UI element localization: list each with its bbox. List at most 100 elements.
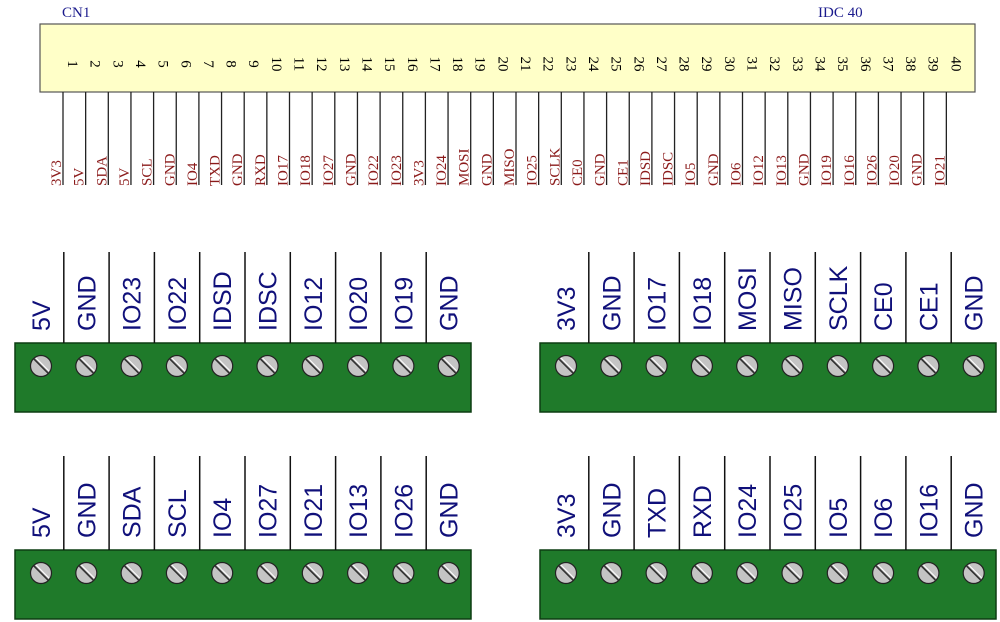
terminal-label: 5V	[28, 300, 56, 331]
header-pins: 13V325V3SDA45V5SCL6GND7IO48TXD9GND10RXD1…	[49, 57, 963, 187]
terminal-label: IO22	[164, 277, 192, 331]
pin-number: 7	[200, 60, 216, 68]
pin-number: 5	[155, 60, 171, 68]
screw-terminal-icon[interactable]	[962, 354, 985, 378]
screw-terminal-icon[interactable]	[29, 561, 53, 585]
pin-number: 16	[404, 57, 420, 73]
screw-terminal-icon[interactable]	[690, 354, 714, 378]
pin-signal: 3V3	[49, 160, 65, 186]
pin-signal: 5V	[117, 168, 133, 187]
screw-terminal-icon[interactable]	[256, 561, 279, 585]
connector-name: CN1	[62, 5, 90, 21]
terminal-block-body	[14, 549, 472, 620]
screw-terminal-icon[interactable]	[211, 354, 234, 378]
screw-terminal-icon[interactable]	[736, 561, 759, 585]
screw-terminal-icon[interactable]	[736, 354, 759, 378]
screw-terminal-icon[interactable]	[554, 354, 578, 378]
terminal-label: IO16	[915, 484, 943, 538]
pin-signal: GND	[230, 153, 246, 186]
pin-signal: IO23	[389, 155, 405, 186]
screw-terminal-icon[interactable]	[600, 354, 623, 378]
pin-number: 40	[947, 57, 963, 72]
pin-signal: IO19	[819, 155, 835, 186]
screw-terminal-icon[interactable]	[826, 561, 849, 585]
screw-terminal-icon[interactable]	[29, 354, 53, 378]
screw-terminal-icon[interactable]	[165, 354, 188, 378]
screw-terminal-icon[interactable]	[781, 354, 804, 378]
screw-terminal-icon[interactable]	[120, 354, 143, 378]
pin-number: 35	[834, 57, 850, 72]
screw-terminal-icon[interactable]	[392, 561, 415, 585]
pin-number: 23	[562, 57, 578, 72]
terminal-label: IO20	[345, 277, 373, 331]
screw-terminal-icon[interactable]	[75, 561, 98, 585]
pin-signal: IO20	[887, 155, 903, 186]
screw-terminal-icon[interactable]	[781, 561, 804, 585]
screw-terminal-icon[interactable]	[871, 561, 895, 585]
screw-terminal-icon[interactable]	[211, 561, 234, 585]
terminal-label: IO5	[825, 498, 853, 538]
screw-terminal-icon[interactable]	[645, 354, 668, 378]
screw-terminal-icon[interactable]	[347, 561, 370, 585]
screw-terminal-icon[interactable]	[301, 561, 324, 585]
pin-number: 9	[245, 60, 261, 68]
screw-terminal-icon[interactable]	[437, 354, 460, 378]
pin-signal: IO13	[774, 155, 790, 186]
pin-number: 3	[109, 60, 125, 68]
pin-signal: 5V	[72, 168, 88, 187]
terminal-label: IO24	[734, 484, 762, 538]
screw-terminal-icon[interactable]	[917, 354, 940, 378]
terminal-label: GND	[73, 275, 101, 331]
screw-terminal-icon[interactable]	[120, 561, 143, 585]
screw-terminal-icon[interactable]	[690, 561, 714, 585]
screw-terminal-icon[interactable]	[645, 561, 668, 585]
header-pin: 45V	[117, 60, 148, 186]
screw-terminal-icon[interactable]	[165, 561, 188, 585]
terminal-label: IDSC	[255, 271, 283, 331]
terminal-label: 3V3	[553, 494, 581, 538]
screw-terminal-icon[interactable]	[962, 561, 985, 585]
screw-terminal-icon[interactable]	[437, 561, 460, 585]
pin-signal: IO12	[751, 155, 767, 186]
terminal-label: IDSD	[209, 271, 237, 331]
terminal-label: GND	[598, 482, 626, 538]
screw-terminal-icon[interactable]	[301, 354, 324, 378]
screw-terminal-icon[interactable]	[347, 354, 370, 378]
pin-signal: GND	[162, 153, 178, 186]
screw-terminal-icon[interactable]	[826, 354, 849, 378]
screw-terminal-icon[interactable]	[256, 354, 279, 378]
screw-terminal-icon[interactable]	[917, 561, 940, 585]
pin-number: 31	[744, 57, 760, 72]
pin-number: 24	[585, 57, 601, 73]
screw-terminal-icon[interactable]	[75, 354, 98, 378]
screw-terminal-icon[interactable]	[392, 354, 415, 378]
screw-terminal-icon[interactable]	[600, 561, 623, 585]
pin-signal: SDA	[94, 156, 110, 186]
screw-terminal-icon[interactable]	[871, 354, 895, 378]
terminal-label: GND	[73, 482, 101, 538]
pin-number: 37	[879, 57, 895, 73]
pin-signal: GND	[593, 153, 609, 186]
terminal-label: 5V	[28, 507, 56, 538]
screw-terminal-icon[interactable]	[554, 561, 578, 585]
